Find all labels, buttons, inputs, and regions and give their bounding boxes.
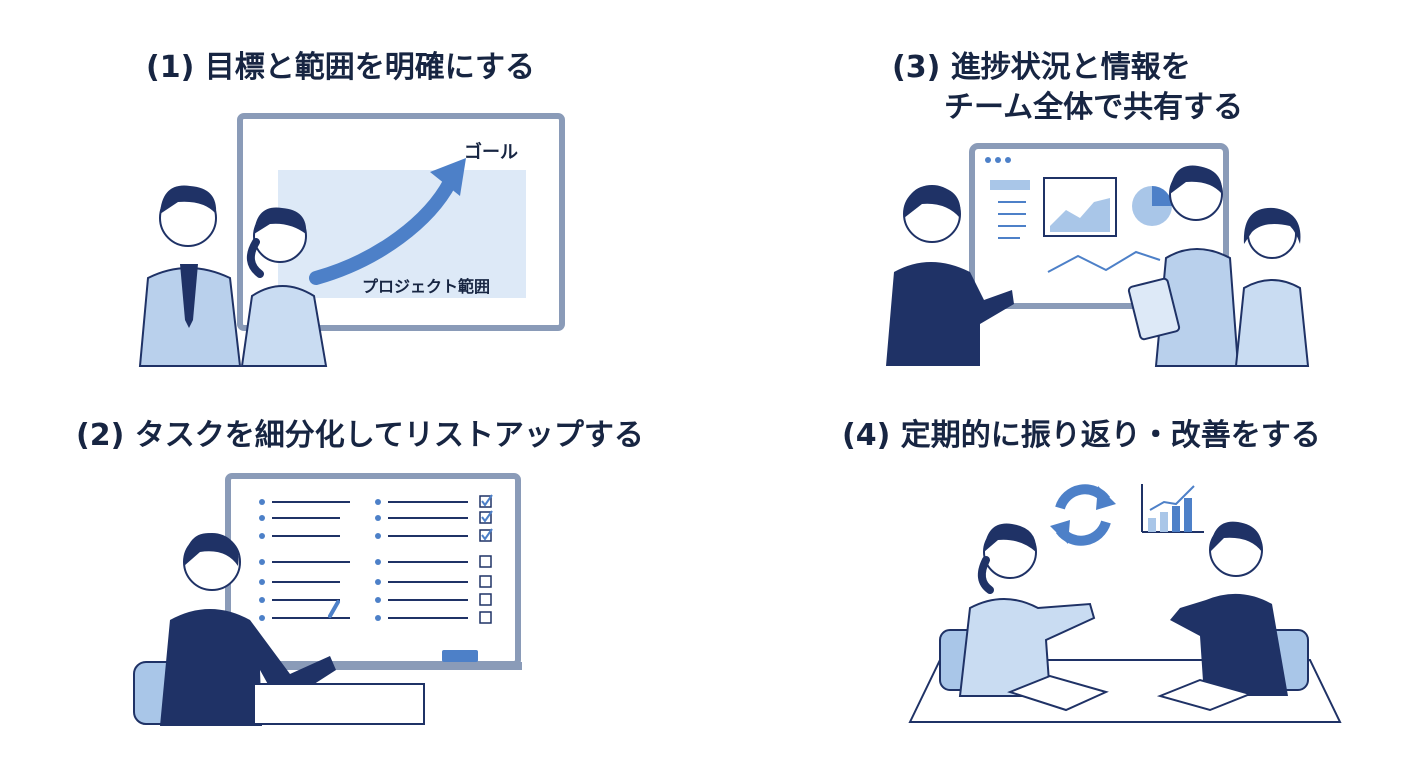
task-checkbox <box>479 611 492 624</box>
step-3-heading: (3) 進捗状況と情報を チーム全体で共有する <box>892 48 1243 128</box>
growth-arrow-icon <box>309 175 457 285</box>
dashboard-sidebar <box>990 180 1030 190</box>
task-checkbox <box>479 575 492 588</box>
person-woman-listener-illustration <box>1234 207 1310 367</box>
person-man-review-illustration <box>1156 521 1309 712</box>
goal-scope-illustration: ゴール プロジェクト範囲 <box>138 113 565 367</box>
person-man-illustration <box>138 185 242 367</box>
person-woman-review-illustration <box>939 523 1109 712</box>
step-3-heading-line-2: チーム全体で共有する <box>944 90 1244 125</box>
check-mark-icon <box>481 494 493 507</box>
task-checkboxes <box>479 494 493 624</box>
growth-chart-icon <box>1141 484 1204 533</box>
task-bullet <box>375 579 381 585</box>
goal-label: ゴール <box>464 141 518 163</box>
person-woman-illustration <box>240 207 328 367</box>
step-1-heading: (1) 目標と範囲を明確にする <box>146 50 536 85</box>
review-improve-illustration <box>908 484 1342 723</box>
task-bullet <box>259 597 265 603</box>
notebook-icon <box>1007 674 1109 712</box>
task-bullet <box>259 579 265 585</box>
task-lines <box>259 499 468 621</box>
task-checkbox <box>479 555 492 568</box>
task-bullet <box>259 533 265 539</box>
task-board <box>225 473 521 667</box>
line-chart-icon <box>1047 250 1161 273</box>
task-checkbox <box>479 495 492 508</box>
scope-label: プロジェクト範囲 <box>362 277 490 296</box>
task-bullet <box>259 615 265 621</box>
task-checkbox <box>479 593 492 606</box>
task-bullet <box>375 533 381 539</box>
task-bullet <box>375 515 381 521</box>
tablet-icon <box>1127 277 1181 341</box>
task-bullet <box>259 499 265 505</box>
check-mark-icon <box>481 510 493 523</box>
team-sharing-illustration <box>886 143 1310 367</box>
task-list-illustration <box>133 473 522 726</box>
task-bullet <box>375 559 381 565</box>
task-bullet <box>375 597 381 603</box>
cycle-arrows-icon <box>1050 484 1116 546</box>
task-checkbox <box>479 529 492 542</box>
step-4-heading: (4) 定期的に振り返り・改善をする <box>842 418 1321 453</box>
person-presenter-illustration <box>886 185 1014 366</box>
step-2-heading: (2) タスクを細分化してリストアップする <box>76 418 644 453</box>
task-bullet <box>259 515 265 521</box>
task-bullet <box>375 499 381 505</box>
task-checkbox <box>479 511 492 524</box>
board-marker <box>442 650 478 662</box>
task-bullet <box>259 559 265 565</box>
arrow-head-icon <box>430 158 466 196</box>
pen-icon <box>328 600 340 618</box>
person-tablet-illustration <box>1127 165 1240 367</box>
document-icon <box>1156 678 1254 712</box>
check-mark-icon <box>481 528 493 541</box>
person-writing-illustration <box>133 533 425 726</box>
task-bullet <box>375 615 381 621</box>
step-3-heading-line-1: (3) 進捗状況と情報を <box>892 50 1191 85</box>
